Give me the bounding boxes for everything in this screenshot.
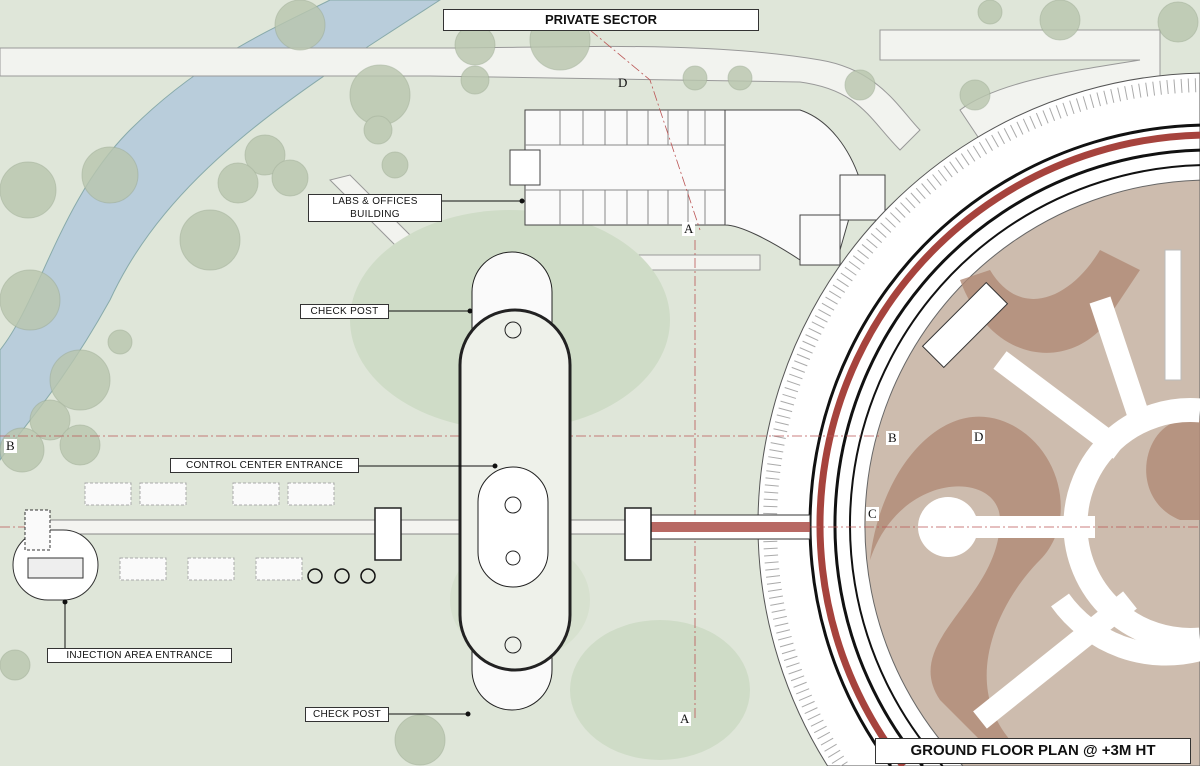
circular-facility xyxy=(757,72,1200,766)
section-mark-d-top: D xyxy=(618,75,628,90)
radial-paths xyxy=(945,296,1151,729)
label-labs-offices: LABS & OFFICES BUILDING xyxy=(308,194,442,222)
injection-area-structure xyxy=(12,509,99,601)
section-mark-b-left: B xyxy=(4,438,17,453)
facility-wall-middle xyxy=(833,148,1200,766)
mound xyxy=(570,620,750,760)
leader-lines xyxy=(62,198,525,717)
facility-colonnade-ring xyxy=(763,78,1200,766)
bollards xyxy=(307,568,376,584)
drawing-title: GROUND FLOOR PLAN @ +3M HT xyxy=(875,738,1191,764)
courtyard-dark-terrain xyxy=(870,416,1061,740)
facility-red-corridor xyxy=(816,131,1200,766)
sector-label: PRIVATE SECTOR xyxy=(443,9,759,31)
parking-bays xyxy=(84,482,335,581)
bridge-red-strip xyxy=(650,522,810,532)
section-mark-d-right: D xyxy=(972,429,986,444)
section-mark-a-bottom: A xyxy=(678,711,692,726)
facility-wall-outer xyxy=(808,123,1200,766)
section-mark-a-top: A xyxy=(682,221,696,236)
courtyard-pool xyxy=(918,497,978,557)
courtyard-dark-terrain xyxy=(1146,420,1200,520)
section-mark-b-right: B xyxy=(886,430,899,445)
facility-wall-inner xyxy=(849,164,1200,766)
section-mark-c: C xyxy=(866,506,879,521)
label-injection-area: INJECTION AREA ENTRANCE xyxy=(47,648,232,663)
control-center-complex xyxy=(374,251,652,711)
labs-offices-building xyxy=(509,109,886,266)
courtyard-dark-terrain xyxy=(960,250,1140,353)
label-check-post-top: CHECK POST xyxy=(300,304,389,319)
courtyard-pavilion xyxy=(921,281,1009,369)
curved-path xyxy=(1051,593,1200,666)
label-check-post-bottom: CHECK POST xyxy=(305,707,389,722)
label-control-center: CONTROL CENTER ENTRANCE xyxy=(170,458,359,473)
courtyard-slab xyxy=(1164,249,1182,381)
